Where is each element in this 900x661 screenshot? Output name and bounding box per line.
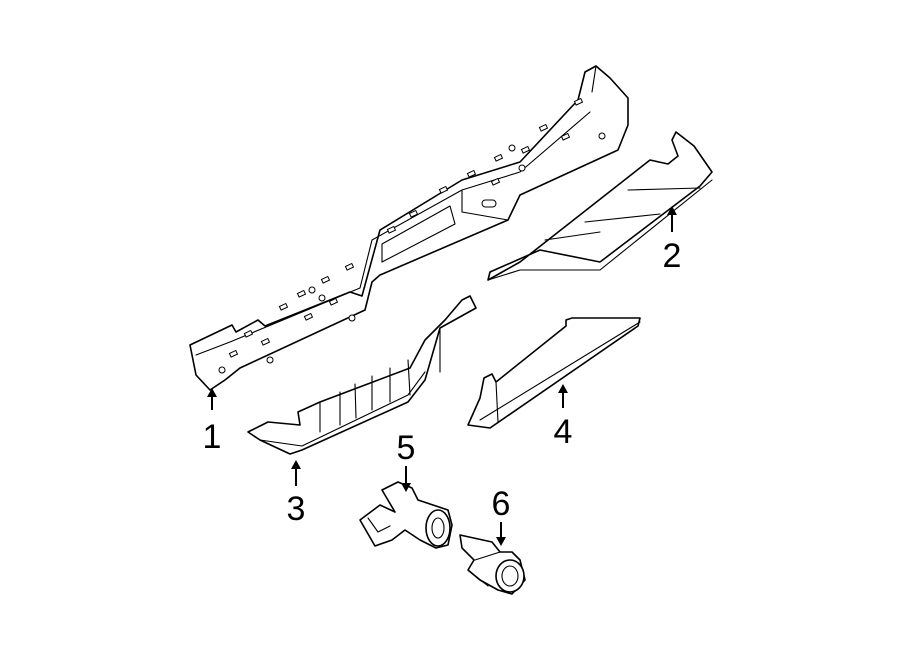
- callout-1: 1: [203, 418, 222, 456]
- part-3-step-pad: [247, 295, 477, 455]
- callout-5: 5: [397, 429, 416, 467]
- part-4-bracket: [467, 317, 641, 429]
- callout-4: 4: [554, 413, 573, 451]
- part-5-sensor: [359, 481, 453, 549]
- callout-6: 6: [492, 485, 511, 523]
- part-6-sensor-bracket: [459, 534, 526, 595]
- callout-2: 2: [663, 237, 682, 275]
- part-1-bumper: [189, 65, 629, 391]
- bumper-mounting-slots: [218, 97, 606, 374]
- callout-leaders: [207, 206, 677, 546]
- callout-3: 3: [287, 490, 306, 528]
- part-2-step-pad: [487, 131, 713, 281]
